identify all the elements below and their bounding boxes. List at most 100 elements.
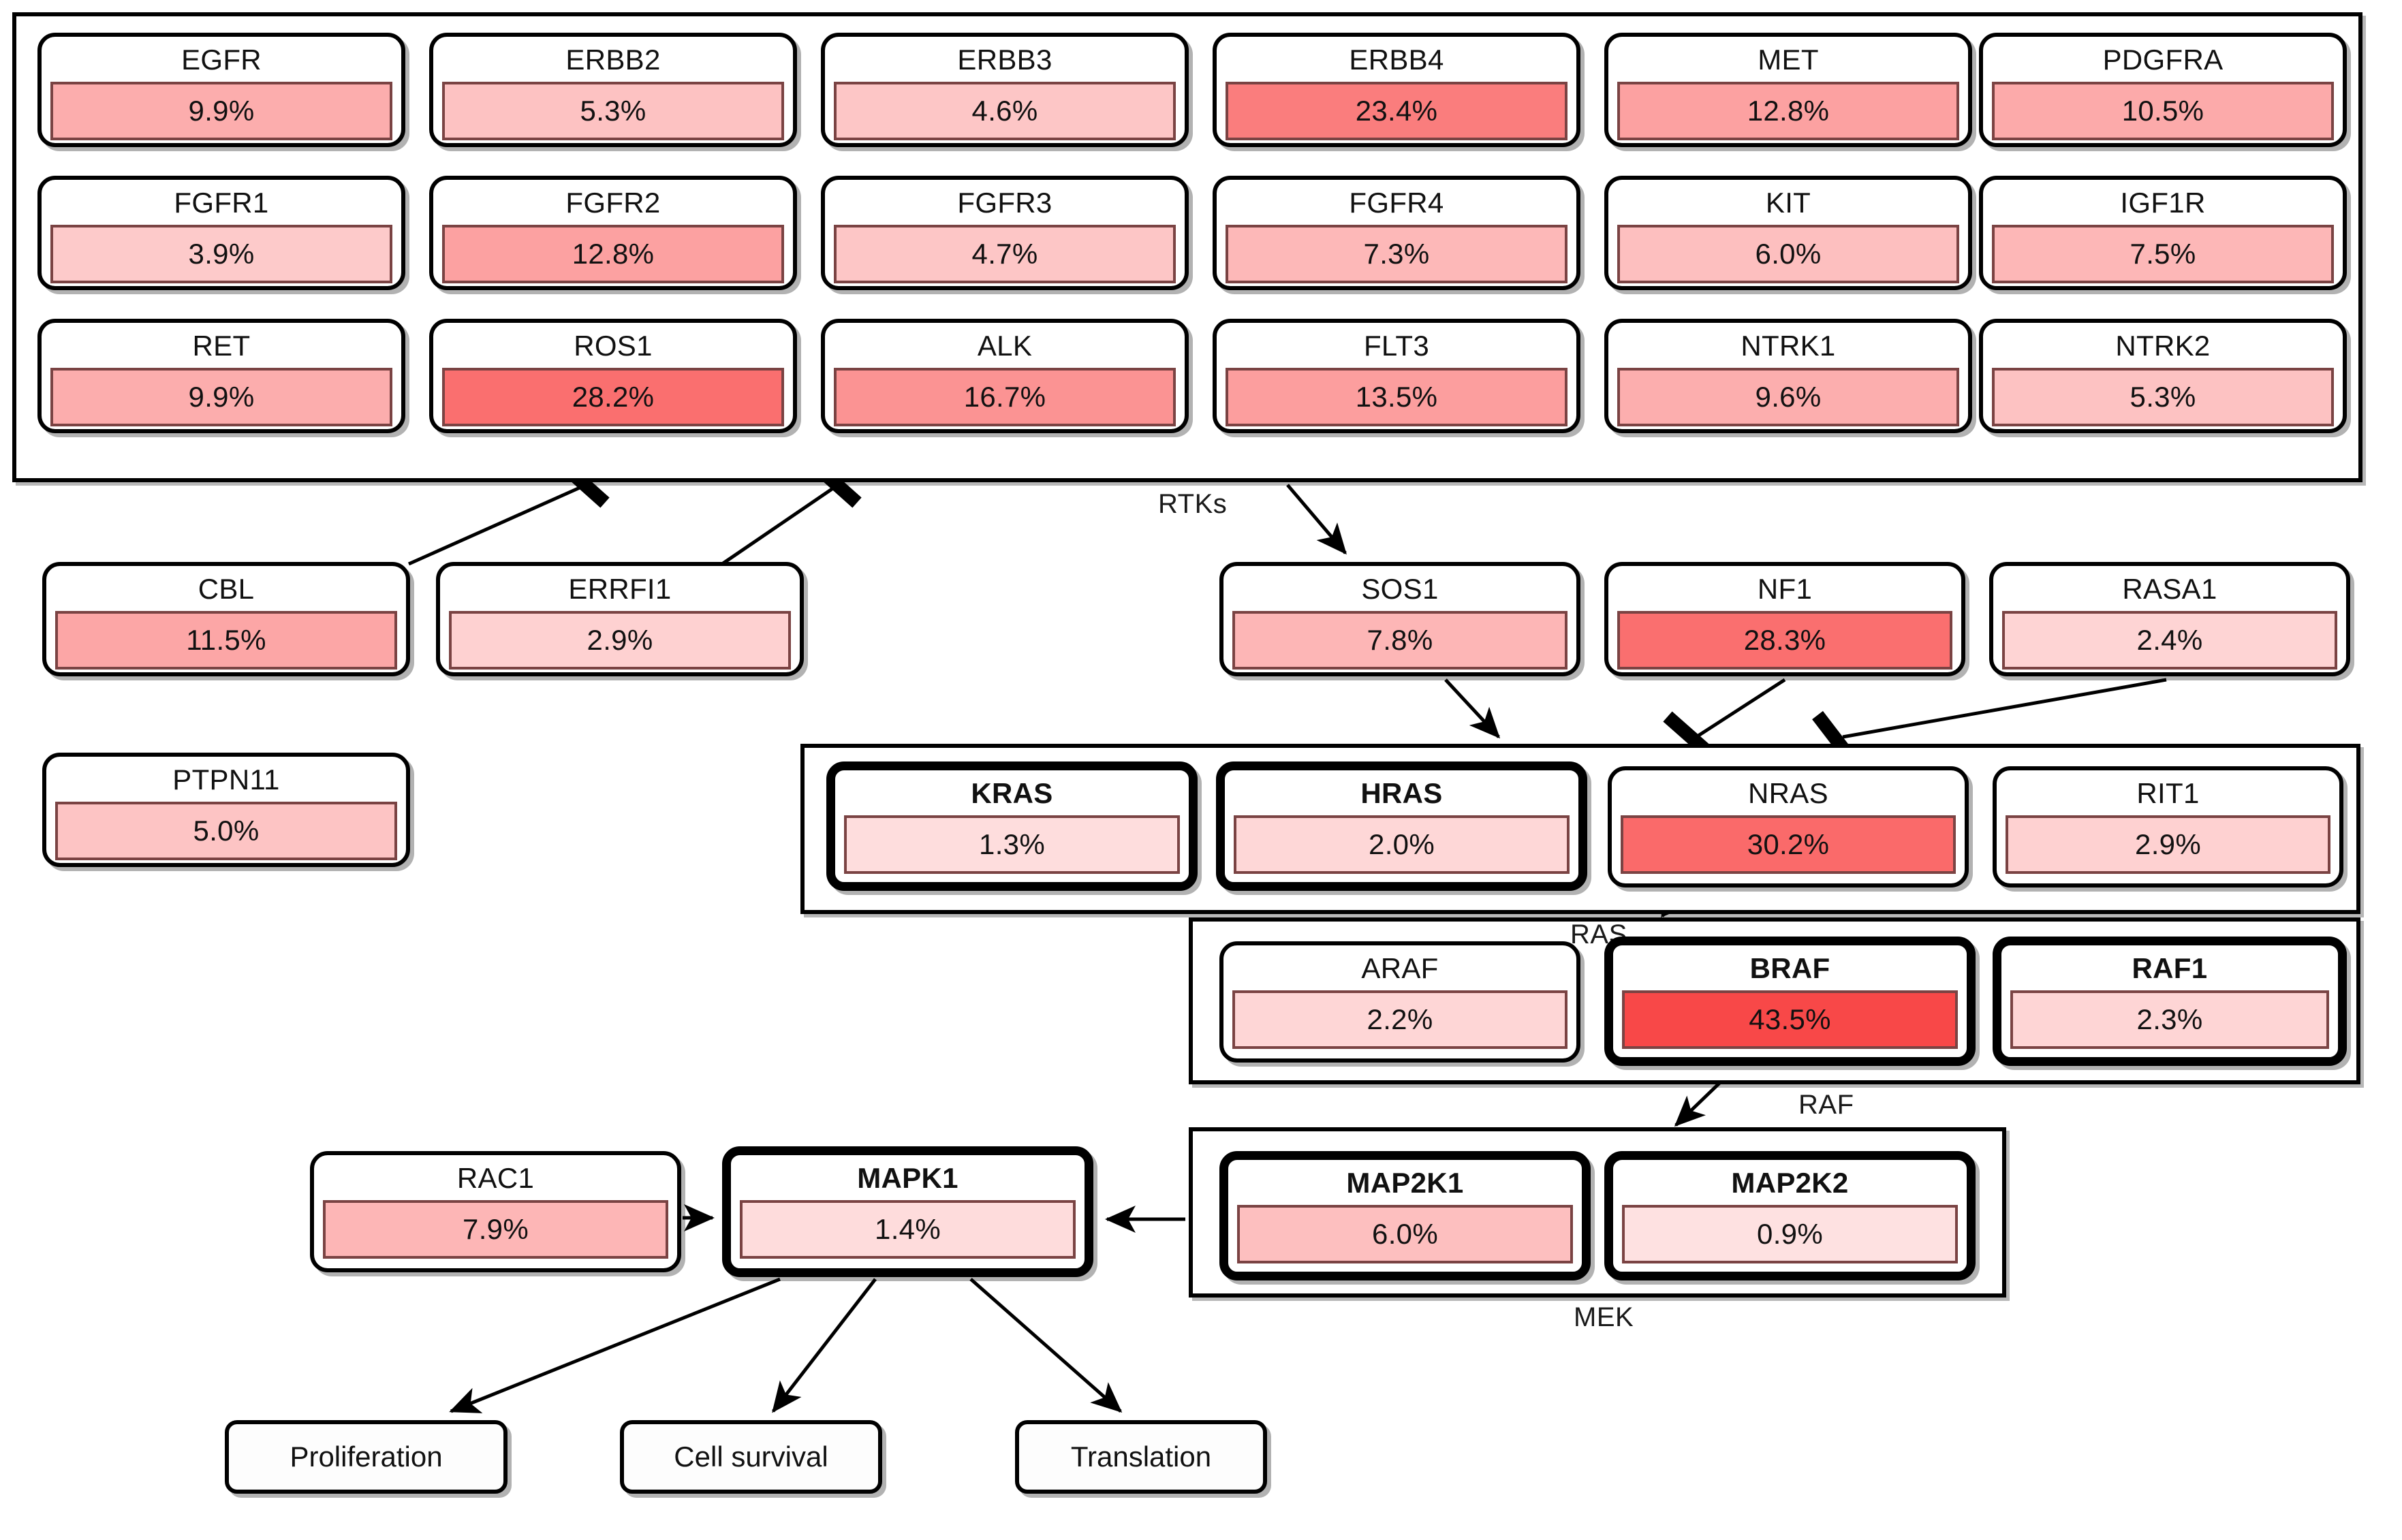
- alteration-frequency-value: 13.5%: [1355, 381, 1438, 413]
- gene-node-kit[interactable]: KIT 6.0%: [1604, 176, 1972, 290]
- outcome-label: Proliferation: [290, 1441, 443, 1473]
- alteration-frequency-bar: 7.5%: [1992, 225, 2334, 283]
- gene-label: ERRFI1: [568, 573, 672, 605]
- gene-node-flt3[interactable]: FLT3 13.5%: [1213, 319, 1580, 433]
- alteration-frequency-bar: 28.2%: [442, 368, 784, 426]
- alteration-frequency-bar: 11.5%: [55, 611, 397, 670]
- gene-label: CBL: [198, 573, 255, 605]
- alteration-frequency-bar: 43.5%: [1622, 990, 1958, 1049]
- alteration-frequency-bar: 2.4%: [2002, 611, 2337, 670]
- alteration-frequency-bar: 30.2%: [1621, 815, 1956, 874]
- alteration-frequency-bar: 6.0%: [1237, 1205, 1573, 1263]
- alteration-frequency-value: 1.4%: [875, 1213, 941, 1245]
- gene-label: FGFR3: [957, 187, 1052, 219]
- alteration-frequency-value: 0.9%: [1757, 1218, 1823, 1250]
- gene-node-errfi1[interactable]: ERRFI1 2.9%: [436, 562, 804, 676]
- gene-node-ntrk1[interactable]: NTRK1 9.6%: [1604, 319, 1972, 433]
- alteration-frequency-value: 5.3%: [580, 95, 646, 127]
- gene-label: SOS1: [1361, 573, 1439, 605]
- gene-node-nras[interactable]: NRAS 30.2%: [1608, 766, 1969, 887]
- alteration-frequency-bar: 3.9%: [50, 225, 392, 283]
- gene-node-cbl[interactable]: CBL 11.5%: [42, 562, 410, 676]
- alteration-frequency-bar: 1.3%: [844, 815, 1180, 874]
- alteration-frequency-value: 7.9%: [463, 1213, 529, 1245]
- alteration-frequency-bar: 9.6%: [1617, 368, 1959, 426]
- alteration-frequency-bar: 12.8%: [1617, 82, 1959, 140]
- alteration-frequency-bar: 2.9%: [449, 611, 791, 670]
- gene-node-rasa1[interactable]: RASA1 2.4%: [1989, 562, 2350, 676]
- alteration-frequency-value: 12.8%: [572, 238, 655, 270]
- outcome-node-cell-survival[interactable]: Cell survival: [620, 1420, 882, 1494]
- alteration-frequency-bar: 13.5%: [1226, 368, 1567, 426]
- edge-mapk1-to-translation: [969, 1278, 1123, 1413]
- alteration-frequency-value: 43.5%: [1749, 1003, 1831, 1035]
- alteration-frequency-value: 10.5%: [2121, 95, 2204, 127]
- alteration-frequency-value: 7.8%: [1367, 624, 1433, 656]
- alteration-frequency-bar: 2.3%: [2010, 990, 2329, 1049]
- gene-node-map2k2[interactable]: MAP2K2 0.9%: [1604, 1151, 1976, 1280]
- edge-cbl-inhibits-rtks: [407, 463, 610, 566]
- gene-node-fgfr2[interactable]: FGFR2 12.8%: [429, 176, 797, 290]
- alteration-frequency-value: 7.5%: [2130, 238, 2196, 270]
- gene-label: RASA1: [2122, 573, 2217, 605]
- group-label-mek: MEK: [1574, 1302, 1634, 1332]
- alteration-frequency-bar: 4.6%: [834, 82, 1176, 140]
- outcome-node-proliferation[interactable]: Proliferation: [225, 1420, 508, 1494]
- alteration-frequency-bar: 5.0%: [55, 802, 397, 860]
- alteration-frequency-value: 12.8%: [1747, 95, 1830, 127]
- gene-label: NRAS: [1748, 777, 1828, 809]
- alteration-frequency-bar: 16.7%: [834, 368, 1176, 426]
- gene-label: KIT: [1765, 187, 1811, 219]
- group-label-rtks: RTKs: [1158, 489, 1228, 519]
- alteration-frequency-bar: 10.5%: [1992, 82, 2334, 140]
- edge-mapk1-to-proliferation: [449, 1277, 781, 1413]
- gene-label: NF1: [1757, 573, 1813, 605]
- gene-label: NTRK1: [1741, 330, 1836, 362]
- alteration-frequency-bar: 2.2%: [1232, 990, 1567, 1049]
- alteration-frequency-bar: 6.0%: [1617, 225, 1959, 283]
- alteration-frequency-value: 2.4%: [2136, 624, 2203, 656]
- gene-label: MAPK1: [857, 1162, 958, 1194]
- alteration-frequency-value: 5.0%: [193, 815, 260, 847]
- gene-node-sos1[interactable]: SOS1 7.8%: [1219, 562, 1580, 676]
- group-label-raf: RAF: [1798, 1090, 1854, 1120]
- gene-label: FGFR2: [565, 187, 661, 219]
- gene-node-mapk1[interactable]: MAPK1 1.4%: [722, 1146, 1093, 1277]
- alteration-frequency-value: 2.9%: [2135, 828, 2201, 860]
- gene-label: MAP2K2: [1731, 1167, 1849, 1199]
- edge-sos1-activates-ras: [1444, 678, 1501, 739]
- alteration-frequency-bar: 9.9%: [50, 82, 392, 140]
- outcome-node-translation[interactable]: Translation: [1015, 1420, 1267, 1494]
- gene-label: FGFR4: [1349, 187, 1444, 219]
- alteration-frequency-bar: 5.3%: [1992, 368, 2334, 426]
- gene-node-fgfr3[interactable]: FGFR3 4.7%: [821, 176, 1189, 290]
- alteration-frequency-value: 6.0%: [1372, 1218, 1438, 1250]
- gene-label: FLT3: [1363, 330, 1430, 362]
- alteration-frequency-bar: 4.7%: [834, 225, 1176, 283]
- alteration-frequency-value: 6.0%: [1755, 238, 1822, 270]
- alteration-frequency-bar: 9.9%: [50, 368, 392, 426]
